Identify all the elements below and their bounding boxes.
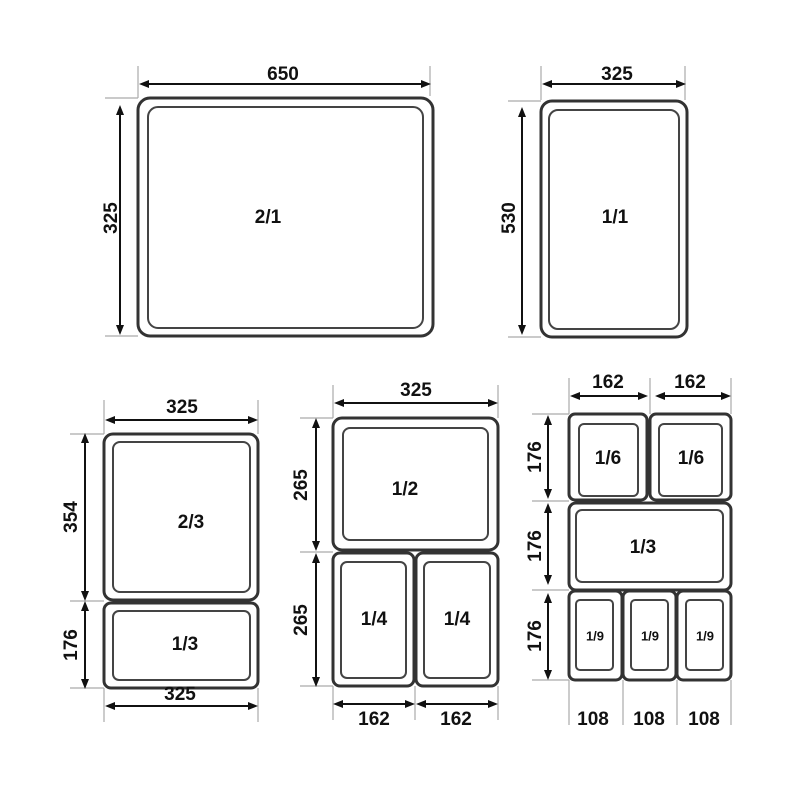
width-label: 650 — [267, 64, 299, 85]
height-label: 530 — [499, 202, 520, 234]
pan-set-1-6-1-3-1-9: 162 162 176 176 176 108 108 108 1/6 1/6 … — [525, 372, 733, 730]
width-label: 325 — [601, 64, 633, 85]
pan-label: 1/6 — [595, 448, 621, 469]
height-label: 176 — [525, 620, 546, 652]
height-label: 176 — [61, 629, 82, 661]
width-label: 108 — [577, 709, 609, 730]
width-label: 325 — [166, 397, 198, 418]
pan-2-1: 650 325 2/1 — [101, 64, 435, 338]
pan-1-1: 325 530 1/1 — [499, 64, 689, 339]
pan-label: 2/3 — [178, 512, 204, 533]
height-label: 354 — [61, 501, 82, 533]
pan-label: 1/1 — [602, 207, 629, 228]
pan-label: 1/3 — [630, 537, 656, 558]
pan-set-1-2-1-4: 325 265 265 162 162 1/2 1/4 1/4 — [291, 380, 500, 730]
width-label: 325 — [400, 380, 432, 401]
width-label: 162 — [358, 709, 390, 730]
height-label: 265 — [291, 469, 312, 501]
width-label: 162 — [440, 709, 472, 730]
height-label: 325 — [101, 202, 122, 234]
width-label: 108 — [633, 709, 665, 730]
height-label: 265 — [291, 604, 312, 636]
pan-label: 1/4 — [444, 609, 471, 630]
pan-label: 2/1 — [255, 207, 282, 228]
height-label: 176 — [525, 530, 546, 562]
pan-label: 1/4 — [361, 609, 388, 630]
width-label: 325 — [164, 684, 196, 705]
pan-set-2-3-1-3: 325 325 354 176 2/3 1/3 — [61, 397, 260, 722]
width-label: 162 — [674, 372, 706, 393]
pan-label: 1/2 — [392, 479, 418, 500]
pan-label: 1/9 — [586, 628, 604, 643]
width-label: 108 — [688, 709, 720, 730]
pan-label: 1/9 — [641, 628, 659, 643]
width-label: 162 — [592, 372, 624, 393]
pan-label: 1/3 — [172, 634, 198, 655]
height-label: 176 — [525, 441, 546, 473]
pan-label: 1/9 — [696, 628, 714, 643]
pan-label: 1/6 — [678, 448, 704, 469]
